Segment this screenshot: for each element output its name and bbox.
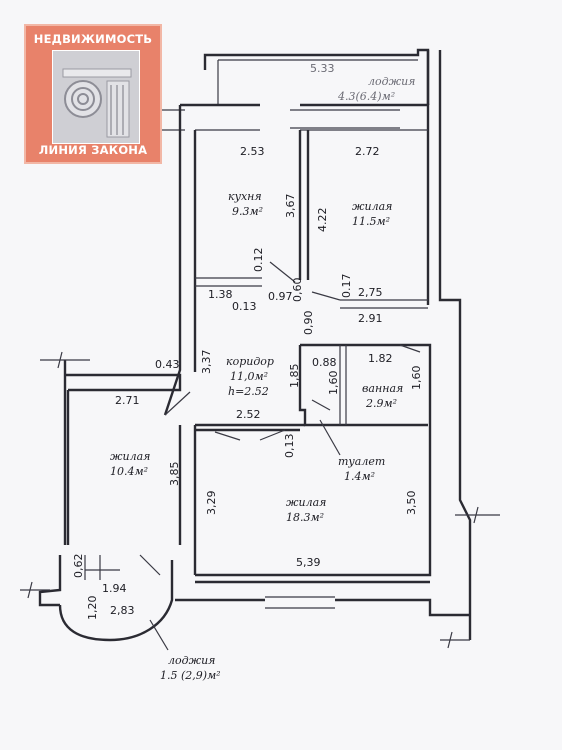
dim-3-37: 3,37 — [200, 350, 213, 375]
loggia-bottom-name: лоджия — [168, 654, 215, 667]
toilet-leader-line — [319, 419, 341, 456]
dim-0-62: 0,62 — [72, 554, 85, 579]
south-room-door-1 — [214, 431, 241, 441]
loggia-leader-line — [149, 619, 169, 651]
dimension-labels: 5.33 2.53 2.72 3,67 4.22 0.12 1.38 0.13 … — [72, 62, 423, 620]
south-room-door-2 — [259, 429, 286, 441]
dim-1-94: 1.94 — [102, 582, 127, 595]
south-wall — [175, 598, 470, 617]
kitchen-name: кухня — [228, 190, 262, 203]
dim-3-67: 3,67 — [284, 194, 297, 219]
west-room-door — [164, 391, 191, 416]
dim-2-72: 2.72 — [355, 145, 380, 158]
corridor-name: коридор — [226, 355, 274, 368]
dim-2-83: 2,83 — [110, 604, 135, 617]
dim-4-22: 4.22 — [316, 208, 329, 233]
dim-2-75: 2,75 — [358, 286, 383, 299]
kitchen-door — [269, 261, 296, 283]
bathroom-area: 2.9м² — [365, 397, 397, 410]
central-partition — [178, 425, 197, 575]
dim-1-82: 1.82 — [368, 352, 393, 365]
living-ne-name: жилая — [352, 200, 392, 213]
bottom-loggia — [38, 555, 174, 642]
toilet-name: туалет — [338, 455, 385, 468]
dim-1-60b: 1,60 — [410, 366, 423, 391]
dim-3-29: 3,29 — [205, 491, 218, 516]
living-w-area: 10.4м² — [110, 465, 148, 478]
logo-subtitle: ЛИНИЯ ЗАКОНА — [38, 143, 148, 157]
living-ne-door — [311, 291, 341, 301]
corridor-area: 11,0м² — [230, 370, 268, 383]
dim-2-71: 2.71 — [115, 394, 140, 407]
bathroom-name: ванная — [362, 382, 403, 395]
living-s-name: жилая — [286, 496, 326, 509]
living-s-area: 18.3м² — [286, 511, 324, 524]
agency-logo: НЕДВИЖИМОСТЬ ЛИНИЯ ЗАКОНА — [24, 24, 162, 164]
east-exterior-wall — [426, 50, 472, 640]
kitchen-area: 9.3м² — [232, 205, 263, 218]
toilet-door — [311, 399, 331, 411]
kitchen-living-partition — [298, 130, 310, 280]
dim-2-53: 2.53 — [240, 145, 265, 158]
break-mark-southeast — [440, 631, 470, 649]
loggia-top-area: 4.3(6.4)м² — [337, 90, 395, 103]
south-window — [265, 596, 335, 609]
dim-0-13a: 0.13 — [232, 300, 257, 313]
corridor-west-wall — [163, 310, 197, 416]
logo-title: НЕДВИЖИМОСТЬ — [33, 32, 153, 46]
living-ne-area: 11.5м² — [352, 215, 390, 228]
toilet-area: 1.4м² — [344, 470, 375, 483]
dim-0-13b: 0,13 — [283, 434, 296, 459]
dim-0-12: 0.12 — [252, 248, 265, 273]
loggia-top-name: лоджия — [368, 75, 415, 88]
south-room-walls — [195, 423, 432, 584]
kitchen-south-wall — [195, 277, 262, 287]
bottom-loggia-door — [139, 554, 161, 576]
dim-1-85: 1,85 — [288, 364, 301, 389]
bottom-loggia-inner — [84, 555, 120, 580]
living-ne-south-wall — [340, 299, 428, 309]
dim-3-85: 3,85 — [168, 462, 181, 487]
dim-2-91: 2.91 — [358, 312, 383, 325]
dim-1-20: 1,20 — [86, 596, 99, 621]
plan-walls — [20, 48, 500, 651]
bathroom-toilet-partition — [339, 345, 347, 425]
living-w-name: жилая — [110, 450, 150, 463]
west-room-walls — [63, 360, 182, 545]
dim-5-33: 5.33 — [310, 62, 335, 75]
dim-0-90: 0,90 — [302, 311, 315, 336]
bathroom-door — [399, 344, 421, 353]
room-labels: лоджия 4.3(6.4)м² кухня 9.3м² жилая 11.5… — [110, 75, 415, 682]
top-window-right — [290, 109, 400, 129]
break-mark-southwest — [20, 581, 50, 599]
dim-3-50: 3,50 — [405, 491, 418, 516]
dim-1-60a: 1,60 — [327, 371, 340, 396]
dim-0-97: 0.97 — [268, 290, 293, 303]
loggia-bottom-area: 1.5 (2,9)м² — [160, 669, 221, 682]
dim-0-88: 0.88 — [312, 356, 337, 369]
break-mark-east — [455, 506, 500, 524]
dim-5-39: 5,39 — [296, 556, 321, 569]
dim-0-17: 0.17 — [340, 274, 353, 299]
kitchen-west-wall — [178, 105, 197, 310]
dim-1-38: 1.38 — [208, 288, 233, 301]
dim-2-52: 2.52 — [236, 408, 261, 421]
break-mark-west — [40, 351, 90, 369]
corridor-height: h=2.52 — [228, 385, 269, 398]
dim-0-60: 0,60 — [291, 278, 304, 303]
dim-0-43: 0.43 — [155, 358, 180, 371]
top-loggia-inner — [217, 59, 418, 105]
ionic-capital-icon — [52, 50, 140, 144]
